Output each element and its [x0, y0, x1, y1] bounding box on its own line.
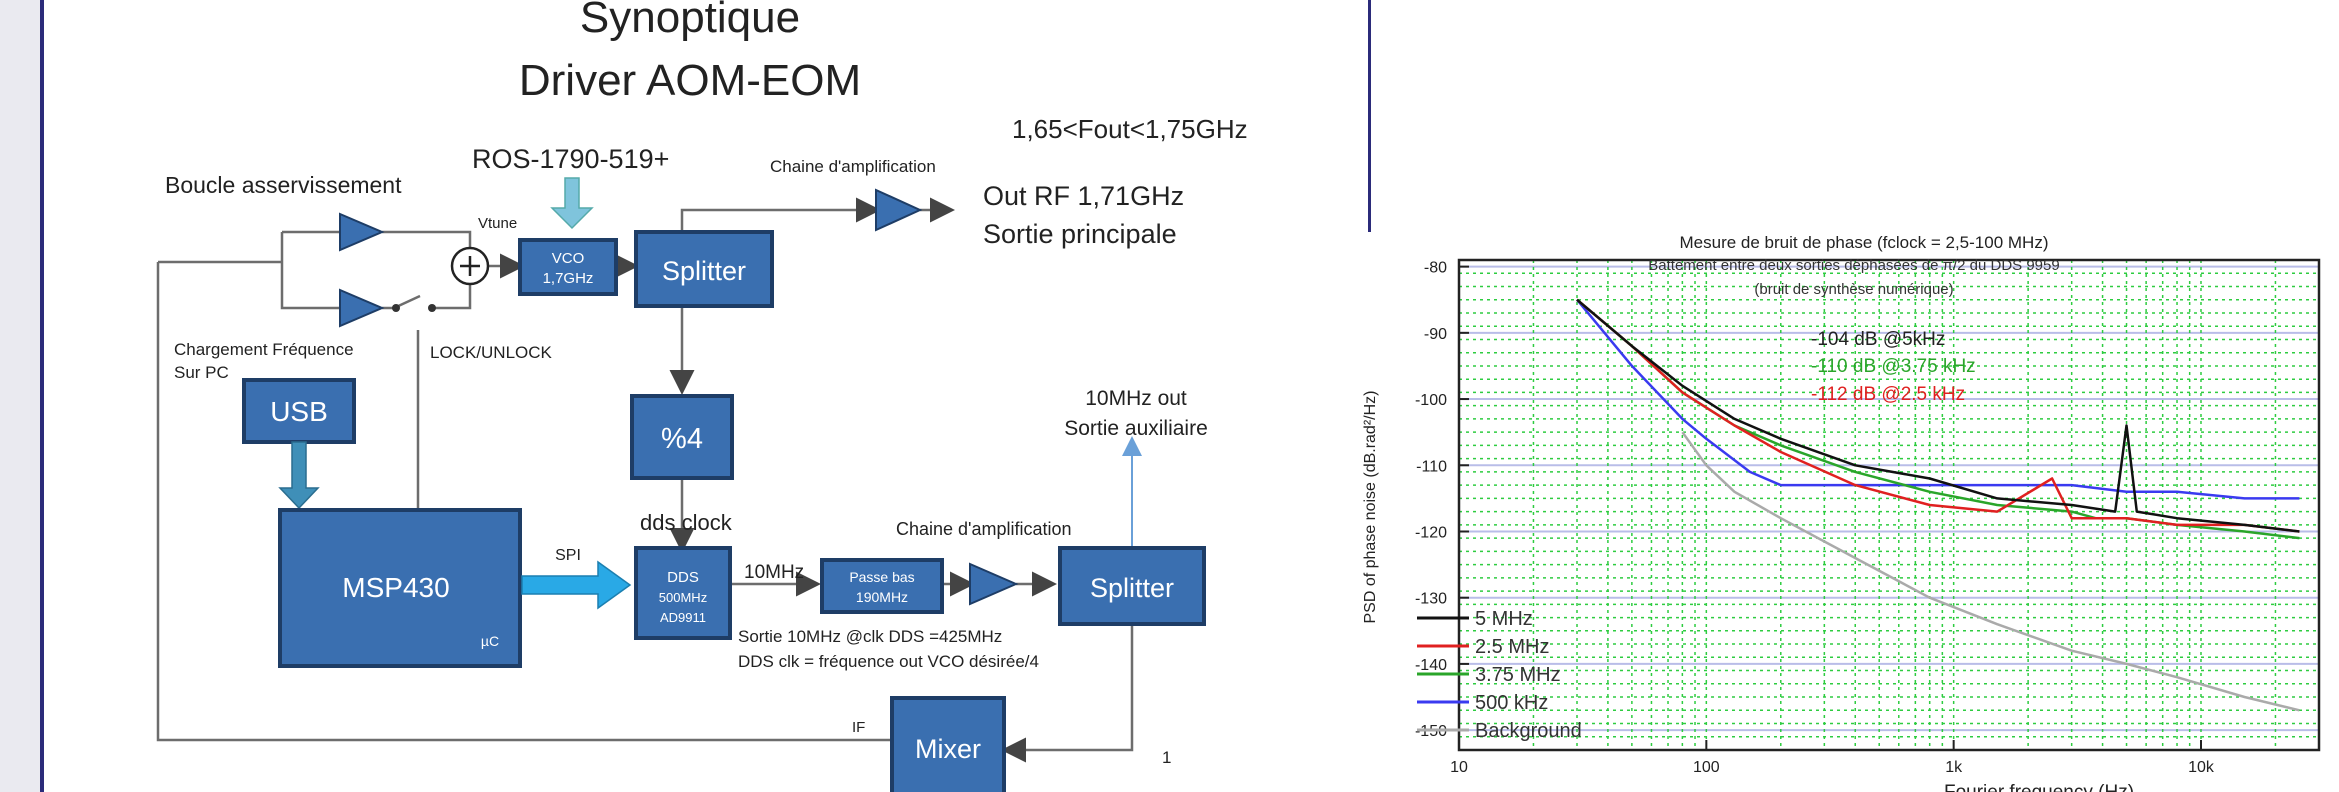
lowpass-label-line1: Passe bas	[849, 569, 914, 585]
chart-title: Mesure de bruit de phase (fclock = 2,5-1…	[1680, 233, 2049, 252]
vco-block	[518, 238, 618, 296]
usb-block	[242, 378, 356, 444]
msp430-label: MSP430	[342, 572, 449, 603]
note-line2: DDS clk = fréquence out VCO désirée/4	[738, 652, 1039, 671]
dds-label-line2: 500MHz	[659, 590, 707, 605]
lock-unlock-label: LOCK/UNLOCK	[430, 343, 553, 362]
usb-label: USB	[270, 396, 328, 427]
chaine-amp-top-label: Chaine d'amplification	[770, 157, 936, 176]
series-line-3	[1576, 298, 2300, 500]
x-tick-label: 100	[1693, 759, 1720, 776]
y-tick-label: -130	[1415, 591, 1447, 608]
msp430-block	[278, 508, 522, 668]
dds-label-line1: DDS	[667, 569, 699, 586]
slide-left-margin	[0, 0, 44, 792]
y-tick-label: -90	[1424, 326, 1447, 343]
splitter-2-label: Splitter	[1090, 573, 1174, 603]
out-rf-label-line2: Sortie principale	[983, 219, 1177, 249]
dds-label-line3: AD9911	[660, 610, 706, 625]
mixer-label: Mixer	[915, 734, 981, 764]
ros-arrow	[550, 177, 594, 230]
annotation-2-5khz: -112 dB @2.5 kHz	[1811, 384, 1965, 405]
lowpass-block	[820, 558, 944, 614]
slide-divider	[1368, 0, 1371, 285]
x-tick-label: 1k	[1945, 759, 1963, 776]
splitter-1-label: Splitter	[662, 256, 746, 286]
annotation-3-75khz: -110 dB @3.75 kHz	[1811, 356, 1976, 377]
msp430-sub-label: µC	[481, 633, 499, 649]
chart-subtitle-line1: Battement entre deux sorties déphasées d…	[1648, 257, 2059, 274]
y-tick-label: -110	[1416, 458, 1447, 475]
diagram-title-line1: Synoptique	[580, 0, 800, 42]
legend-entry: 3.75 MHz	[1475, 664, 1561, 686]
block-diagram: Synoptique Driver AOM-EOM 1,65<Fout<1,75…	[156, 0, 1248, 792]
splitter-2-block	[1058, 546, 1206, 626]
series-line-1	[1576, 298, 2300, 533]
series-line-0	[1576, 298, 2300, 533]
diagram-title-line2: Driver AOM-EOM	[519, 56, 861, 105]
legend-entry: 5 MHz	[1475, 608, 1533, 630]
dds-block	[634, 546, 732, 640]
y-tick-label: -80	[1424, 260, 1447, 277]
plot-area-border	[1457, 258, 2321, 752]
one-label: 1	[1162, 748, 1171, 767]
slide-left-border	[40, 0, 44, 792]
splitter-1-block	[634, 230, 774, 308]
vtune-label: Vtune	[478, 215, 517, 232]
vco-label-line2: 1,7GHz	[543, 270, 594, 287]
spi-arrow	[521, 560, 632, 610]
spi-label: SPI	[555, 547, 581, 564]
tenmhz-label: 10MHz	[744, 562, 804, 583]
out10-label-line2: Sortie auxiliaire	[1064, 417, 1208, 440]
chart-x-axis-label: Fourier frequency (Hz)	[1944, 782, 2134, 792]
phase-noise-chart: -80 -90 -100 -110 -120 -130 -140 -150 10 100 1k 10k…	[1309, 232, 2339, 792]
out-rf-label-line1: Out RF 1,71GHz	[983, 181, 1184, 211]
lowpass-label-line2: 190MHz	[856, 589, 908, 605]
chart-y-axis-label: PSD of phase noise (dB.rad²/Hz)	[1362, 391, 1379, 624]
dds-clock-label: dds clock	[640, 510, 733, 535]
if-label: IF	[852, 719, 865, 736]
mixer-block	[890, 696, 1006, 792]
x-tick-label: 10k	[2188, 759, 2215, 776]
annotation-5khz: -104 dB @5kHz	[1811, 329, 1945, 350]
y-tick-label: -150	[1415, 723, 1447, 740]
chargement-label-line2: Sur PC	[174, 363, 229, 382]
fout-range-label: 1,65<Fout<1,75GHz	[1012, 114, 1248, 144]
chargement-label-line1: Chargement Fréquence	[174, 340, 354, 359]
legend-entry: Background	[1475, 720, 1582, 742]
boucle-label: Boucle asservissement	[165, 172, 402, 198]
y-tick-label: -140	[1415, 657, 1447, 674]
chaine-amp-bottom-label: Chaine d'amplification	[896, 519, 1072, 539]
ros-label: ROS-1790-519+	[472, 144, 669, 174]
usb-arrow	[278, 441, 320, 510]
out10-label-line1: 10MHz out	[1085, 387, 1187, 410]
vco-label-line1: VCO	[552, 250, 585, 267]
divider-block	[630, 394, 734, 480]
if-amplifier	[969, 562, 1019, 606]
divider-label: %4	[661, 423, 703, 455]
y-tick-label: -120	[1415, 524, 1447, 541]
y-tick-label: -100	[1415, 392, 1447, 409]
legend-entry: 2.5 MHz	[1475, 636, 1549, 658]
series-line-4	[1681, 431, 2300, 712]
x-tick-label: 10	[1450, 759, 1468, 776]
loop-amp-bottom	[339, 288, 385, 328]
rf-amplifier	[875, 188, 923, 232]
chart-subtitle-line2: (bruit de synthèse numérique)	[1754, 281, 1953, 298]
legend-entry: 500 kHz	[1475, 692, 1548, 714]
note-line1: Sortie 10MHz @clk DDS =425MHz	[738, 627, 1002, 646]
loop-amp-top	[339, 212, 385, 252]
